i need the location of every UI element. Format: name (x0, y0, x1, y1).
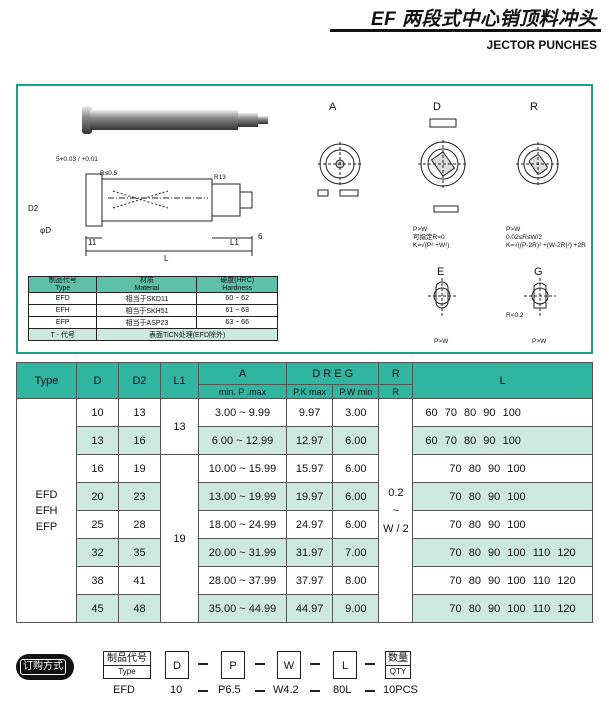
order-field-w: W (277, 651, 301, 679)
material-header-hardness: 硬度(HRC)Hardness (196, 276, 278, 293)
dash (365, 690, 375, 692)
radius-small-label: R≤0.5 (100, 170, 118, 177)
view-g (524, 278, 556, 316)
order-value-p: P6.5 (218, 684, 241, 696)
l-label: L (164, 254, 169, 263)
dash (255, 690, 265, 692)
dash (198, 663, 208, 665)
view-a (317, 142, 362, 197)
chamfer-label: 6 (258, 232, 263, 241)
page-subtitle: JECTOR PUNCHES (486, 38, 597, 52)
l1-cell: 13 (160, 398, 199, 455)
view-a-label: A (329, 101, 337, 113)
order-value-l: 80L (333, 684, 352, 696)
dash (198, 690, 208, 692)
order-field-d: D (165, 651, 189, 679)
col-l: L (412, 362, 593, 399)
order-field-p: P (221, 651, 245, 679)
l1-label: L1 (230, 238, 239, 247)
sub-r: R (378, 384, 414, 399)
dash (365, 663, 375, 665)
sub-pk: P.K max (285, 384, 334, 399)
d-view-note: P>W 可指定R=0 K=√(P² +W²) (413, 226, 450, 250)
view-g-label: G (534, 266, 543, 278)
order-value-qty: 10PCS (383, 684, 418, 696)
view-d (418, 118, 468, 213)
sub-a: min. P .max (198, 384, 287, 399)
col-l1: L1 (160, 362, 199, 399)
order-value-w: W4.2 (273, 684, 299, 696)
dash (310, 663, 320, 665)
order-value-d: 10 (170, 684, 183, 696)
punch-3d-illustration (82, 106, 268, 134)
e-view-note: P>W (434, 338, 449, 345)
order-field-l: L (333, 651, 357, 679)
view-e (428, 278, 458, 316)
spec-table: Type D D2 L1 A D R E G R L min. P .max P… (16, 362, 593, 623)
view-d-label: D (433, 101, 441, 113)
col-dreg: D R E G (285, 362, 380, 385)
view-e-label: E (437, 266, 445, 278)
col-type: Type (16, 362, 77, 399)
g-view-note: P>W (532, 338, 547, 345)
view-r (516, 142, 560, 186)
view-r-label: R (530, 101, 538, 113)
dash (310, 690, 320, 692)
side-view (85, 173, 253, 256)
d2-label: D2 (28, 204, 39, 213)
order-value-type: EFD (113, 684, 135, 696)
r-cell: 0.2~W / 2 (378, 398, 414, 623)
col-d: D (76, 362, 119, 399)
col-a: A (198, 362, 287, 385)
col-d2: D2 (118, 362, 161, 399)
drawing-panel: A D R E G R≤0.5 R13 5+0.03 / +0.01 D2 φD… (16, 84, 593, 354)
dash (255, 663, 265, 665)
d-label: φD (40, 226, 51, 235)
order-method-badge: 订购方式 ➜ (16, 654, 74, 698)
g-radius-note: R<0.2 (506, 312, 524, 319)
l1-cell: 19 (160, 454, 199, 623)
col-r: R (378, 362, 414, 385)
eleven-label: 11 (88, 238, 97, 247)
sub-pw: P.W min (332, 384, 380, 399)
technical-drawing (82, 106, 560, 316)
page-title: EF 两段式中心销顶料冲头 (370, 9, 597, 30)
radius-13-label: R13 (214, 174, 226, 181)
treatment-row: T - 代号 表面TiCN处理(EFD除外) (27, 328, 278, 341)
title-rule (330, 29, 601, 32)
r-view-note: P>W 0.02≤R≤W/2 K=√((P-2R)² +(W-2R)²) +2R (506, 226, 586, 250)
head-height-label: 5+0.03 / +0.01 (56, 156, 98, 163)
